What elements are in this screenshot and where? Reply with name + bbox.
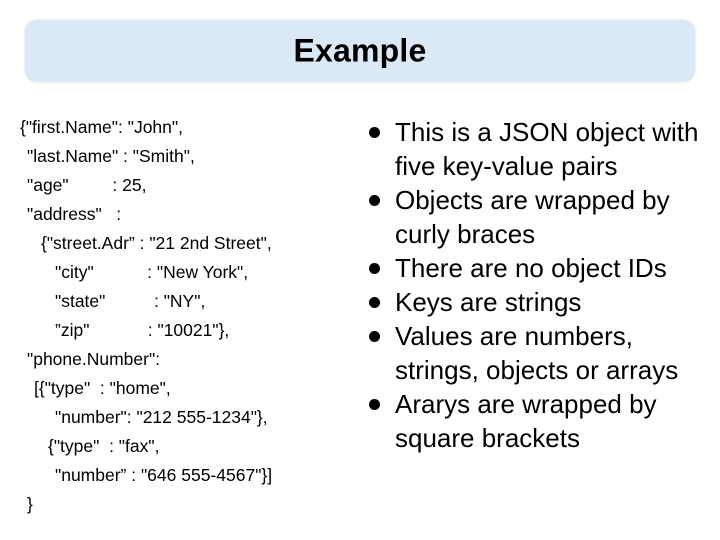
- code-line: "age" : 25,: [27, 175, 147, 195]
- code-line: "phone.Number":: [27, 349, 161, 369]
- code-line: {"type" : "fax",: [48, 436, 160, 456]
- code-line: "number": "212 555-1234"},: [55, 407, 268, 427]
- code-line: "state" : "NY",: [55, 291, 206, 311]
- code-line: {"first.Name": "John",: [20, 117, 183, 137]
- code-line: [{"type" : "home",: [34, 378, 171, 398]
- code-line: "number” : "646 555-4567"}]: [55, 465, 273, 485]
- bullet-text: Ararys are wrapped by square brackets: [395, 389, 657, 453]
- bullet-item: Values are numbers, strings, objects or …: [362, 319, 712, 387]
- bullet-text: There are no object IDs: [395, 253, 667, 283]
- bullet-dot-icon: [369, 127, 380, 138]
- slide-title: Example: [293, 32, 427, 69]
- code-line: "last.Name" : "Smith",: [27, 146, 195, 166]
- bullet-text: Values are numbers, strings, objects or …: [395, 321, 679, 385]
- bullet-item: There are no object IDs: [362, 251, 712, 285]
- code-line: }: [27, 494, 33, 514]
- code-line: {"street.Adr” : "21 2nd Street",: [41, 233, 272, 253]
- bullet-item: Ararys are wrapped by square brackets: [362, 387, 712, 455]
- title-bar: Example: [25, 20, 695, 82]
- bullet-item: This is a JSON object with five key-valu…: [362, 115, 712, 183]
- bullet-dot-icon: [369, 263, 380, 274]
- code-line: "city" : "New York",: [55, 262, 249, 282]
- bullet-dot-icon: [369, 331, 380, 342]
- bullet-text: Keys are strings: [395, 287, 582, 317]
- bullet-item: Objects are wrapped by curly braces: [362, 183, 712, 251]
- bullet-dot-icon: [369, 399, 380, 410]
- bullet-list: This is a JSON object with five key-valu…: [362, 115, 712, 455]
- bullet-dot-icon: [369, 195, 380, 206]
- bullet-text: This is a JSON object with five key-valu…: [395, 117, 699, 181]
- bullet-text: Objects are wrapped by curly braces: [395, 185, 670, 249]
- code-line: "address" :: [27, 204, 122, 224]
- bullet-dot-icon: [369, 297, 380, 308]
- bullet-item: Keys are strings: [362, 285, 712, 319]
- code-line: ”zip" : "10021"},: [55, 320, 230, 340]
